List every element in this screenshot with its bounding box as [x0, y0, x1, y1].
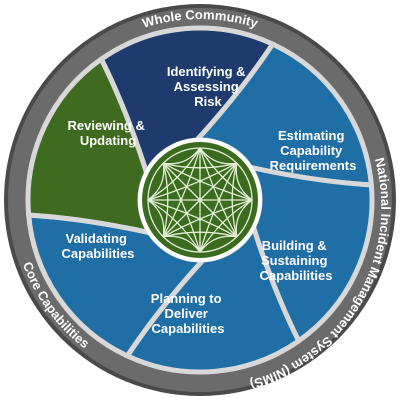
- hub-star-line: [162, 162, 253, 201]
- hub-star-line: [163, 231, 237, 238]
- hub-star-rim: [147, 147, 253, 253]
- hub-star-line: [162, 199, 253, 238]
- hub-star-line: [162, 147, 201, 238]
- segment-label-reviewing: Reviewing & Updating: [68, 118, 149, 148]
- segment-label-validating: Validating Capabilities: [62, 231, 135, 261]
- hub-star-line: [162, 162, 201, 253]
- segment-label-identifying: Identifying & Assessing Risk: [167, 64, 249, 109]
- hub-star-line: [147, 162, 238, 201]
- segment-label-building: Building & Sustaining Capabilities: [260, 238, 333, 283]
- hub-star-line: [163, 162, 237, 169]
- segment-label-planning: Planning to Deliver Capabilities: [151, 291, 225, 336]
- hub-star-line: [162, 162, 238, 238]
- hub-star-line: [147, 199, 238, 238]
- capability-segments: [25, 25, 375, 375]
- hub-star-icon: [147, 147, 253, 253]
- hub-star-line: [147, 163, 165, 201]
- segment-label-estimating: Estimating Capability Requirements: [270, 128, 357, 173]
- hub-star-line: [199, 147, 238, 238]
- hub-star-line: [162, 163, 169, 237]
- hub-star-line: [147, 199, 201, 253]
- hub-star-line: [199, 162, 238, 253]
